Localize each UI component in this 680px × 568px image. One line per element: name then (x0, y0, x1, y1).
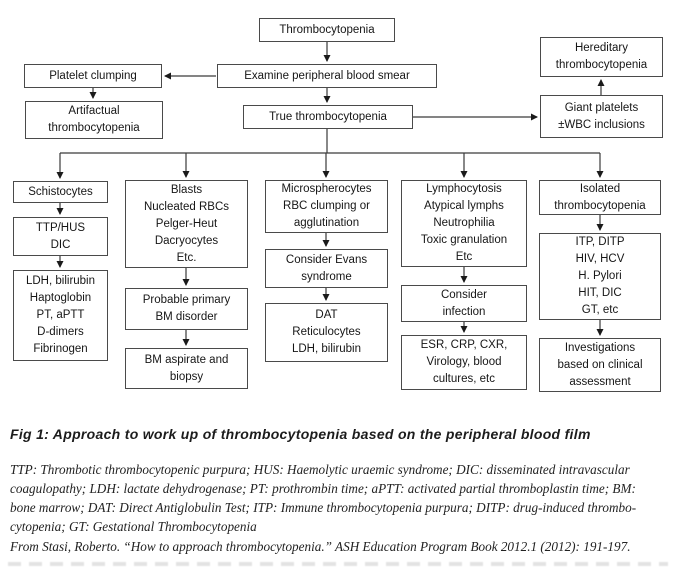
node-ttp-hus-dic: TTP/HUS DIC (13, 217, 108, 256)
node-ldh-panel: LDH, bilirubin Haptoglobin PT, aPTT D-di… (13, 270, 108, 361)
node-lymphocytosis: Lymphocytosis Atypical lymphs Neutrophil… (401, 180, 527, 267)
node-platelet-clumping: Platelet clumping (24, 64, 162, 88)
node-itp-panel: ITP, DITP HIV, HCV H. Pylori HIT, DIC GT… (539, 233, 661, 320)
figure-citation: From Stasi, Roberto. “How to approach th… (10, 539, 631, 554)
node-investigations: Investigations based on clinical assessm… (539, 338, 661, 392)
figure-abbreviations: TTP: Thrombotic thrombocytopenic purpura… (10, 462, 637, 534)
node-esr-panel: ESR, CRP, CXR, Virology, blood cultures,… (401, 335, 527, 390)
node-consider-infection: Consider infection (401, 285, 527, 322)
node-blasts: Blasts Nucleated RBCs Pelger-Heut Dacryo… (125, 180, 248, 268)
node-schistocytes: Schistocytes (13, 181, 108, 203)
node-hereditary-thrombocytopenia: Hereditary thrombocytopenia (540, 37, 663, 77)
figure-title: Fig 1: Approach to work up of thrombocyt… (10, 426, 591, 442)
node-giant-platelets: Giant platelets ±WBC inclusions (540, 95, 663, 138)
node-microspherocytes: Microspherocytes RBC clumping or aggluti… (265, 180, 388, 233)
node-probable-bm-disorder: Probable primary BM disorder (125, 288, 248, 330)
node-thrombocytopenia: Thrombocytopenia (259, 18, 395, 42)
node-true-thrombocytopenia: True thrombocytopenia (243, 105, 413, 129)
node-isolated-thrombocytopenia: Isolated thrombocytopenia (539, 180, 661, 215)
cropped-text-remnant (8, 562, 668, 566)
node-evans-syndrome: Consider Evans syndrome (265, 249, 388, 288)
node-dat-panel: DAT Reticulocytes LDH, bilirubin (265, 303, 388, 362)
node-examine-smear: Examine peripheral blood smear (217, 64, 437, 88)
node-artifactual-thrombocytopenia: Artifactual thrombocytopenia (25, 101, 163, 139)
node-bm-aspirate: BM aspirate and biopsy (125, 348, 248, 389)
